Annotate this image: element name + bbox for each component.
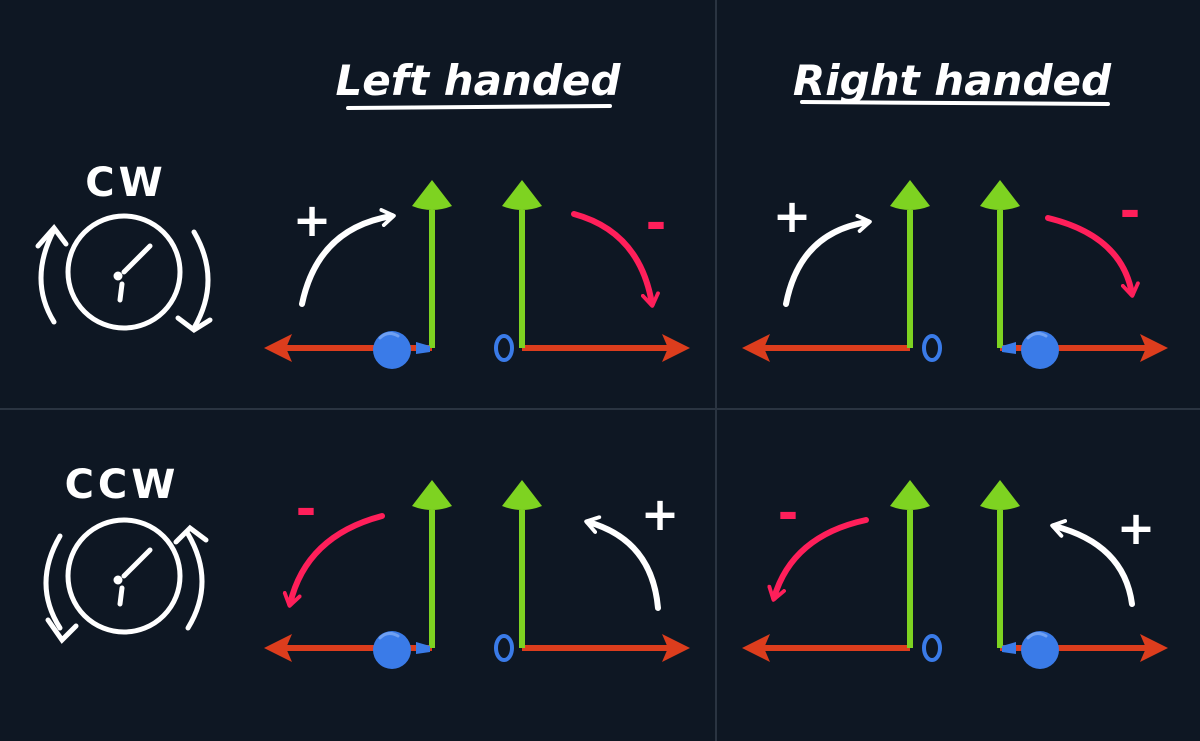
rotation-arrow-negative [282, 513, 385, 608]
sign-positive: + [1117, 501, 1156, 555]
rotation-arrow-negative [571, 211, 660, 308]
sign-negative: - [646, 194, 667, 252]
heading-left-handed: Left handed [336, 56, 622, 105]
sign-positive: + [773, 189, 812, 243]
rotation-arrow-positive [1050, 519, 1135, 607]
clockwise-clock-icon [35, 213, 213, 334]
rotation-arrow-negative [767, 517, 869, 602]
sign-positive: + [293, 193, 332, 247]
heading-left-underline [346, 104, 612, 110]
sign-positive: + [641, 487, 680, 541]
rotation-arrow-positive [783, 213, 872, 307]
counter-clockwise-clock-icon [43, 517, 209, 644]
sign-negative: - [778, 484, 799, 542]
rotation-arrow-negative [1045, 215, 1140, 298]
sign-negative: - [296, 480, 317, 538]
rotation-arrow-positive [299, 208, 396, 307]
axis-gizmo-rh-cw-a [742, 180, 940, 362]
heading-right-handed: Right handed [793, 56, 1112, 105]
row-label-cw: CW [85, 160, 166, 206]
heading-right-underline [800, 100, 1110, 106]
axis-gizmo-lh-ccw-a [264, 480, 452, 669]
axis-gizmo-rh-ccw-a [742, 480, 940, 662]
rotation-arrow-positive [584, 515, 661, 611]
sign-negative: - [1120, 182, 1141, 240]
row-label-ccw: CCW [65, 462, 180, 508]
